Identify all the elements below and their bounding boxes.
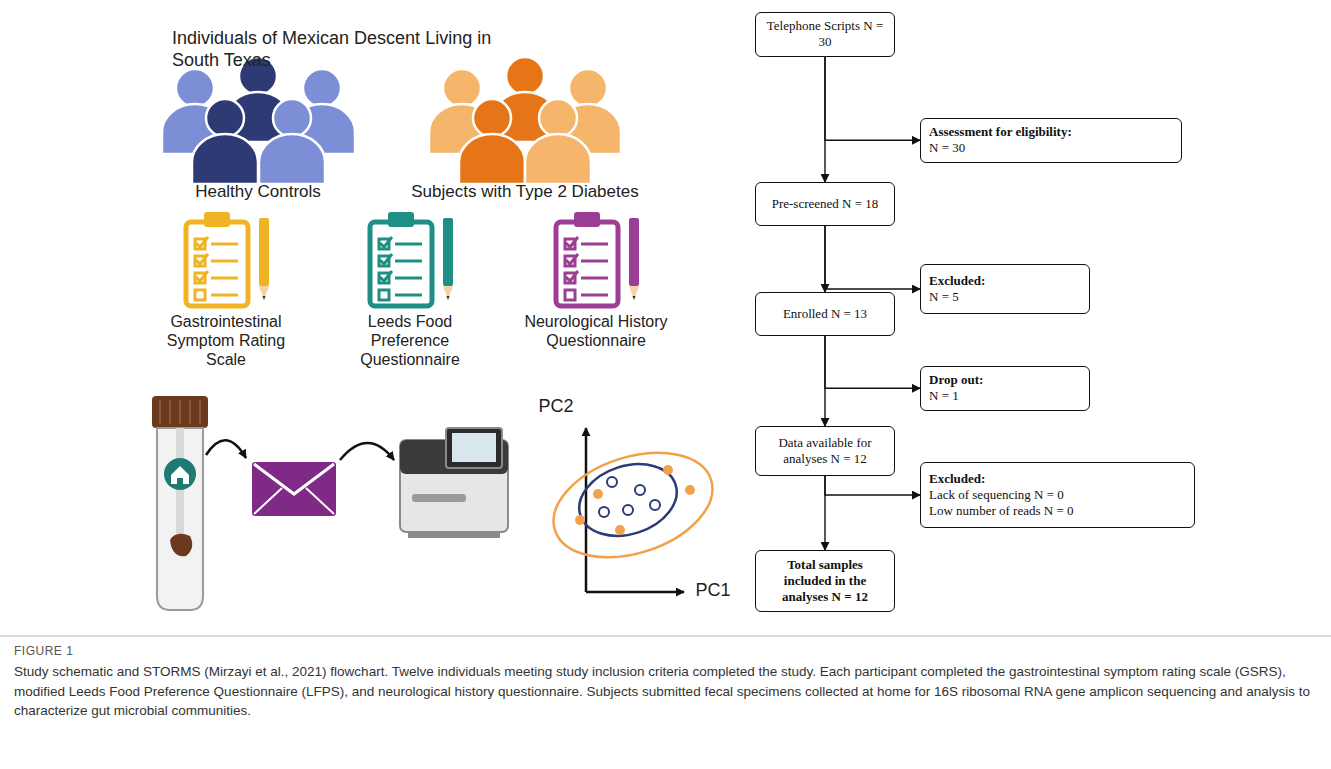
process-box: Data available for analyses N = 12 xyxy=(755,426,895,476)
box-text: Enrolled N = 13 xyxy=(764,306,886,322)
box-text: Low number of reads N = 0 xyxy=(929,503,1186,519)
box-text: Telephone Scripts N = 30 xyxy=(764,18,886,51)
box-text: Pre-screened N = 18 xyxy=(764,196,886,212)
flow-connector xyxy=(825,226,920,289)
exclusion-box: Excluded:Lack of sequencing N = 0Low num… xyxy=(920,462,1195,528)
figure-caption: Study schematic and STORMS (Mirzayi et a… xyxy=(14,662,1314,721)
pca-plot xyxy=(540,428,726,592)
clipboard-icon xyxy=(370,212,453,306)
flow-connector xyxy=(825,336,920,388)
box-text: Lack of sequencing N = 0 xyxy=(929,487,1186,503)
clipboard-icon xyxy=(186,212,269,306)
exclusion-box: Assessment for eligibility:N = 30 xyxy=(920,118,1182,163)
process-box: Total samples included in the analyses N… xyxy=(755,550,895,612)
caption-rule xyxy=(0,636,1331,637)
diabetes-people-icon xyxy=(429,57,621,184)
questionnaire-label: Leeds Food Preference Questionnaire xyxy=(345,312,475,370)
flow-arrow xyxy=(206,440,246,458)
box-text: N = 1 xyxy=(929,388,1081,404)
box-text: N = 5 xyxy=(929,289,1081,305)
process-box: Pre-screened N = 18 xyxy=(755,182,895,226)
box-heading: Excluded: xyxy=(929,273,1081,289)
axis-label: PC1 xyxy=(688,580,738,602)
questionnaire-label: Neurological History Questionnaire xyxy=(511,312,681,350)
process-box: Telephone Scripts N = 30 xyxy=(755,12,895,57)
box-heading: Total samples included in the analyses N… xyxy=(764,557,886,606)
group-label: Subjects with Type 2 Diabetes xyxy=(395,182,655,202)
envelope-icon xyxy=(252,462,336,516)
flow-connector xyxy=(825,476,920,495)
figure-number: FIGURE 1 xyxy=(14,644,214,658)
panel-heading: Individuals of Mexican Descent Living in… xyxy=(172,28,532,71)
exclusion-box: Excluded:N = 5 xyxy=(920,264,1090,314)
sequencer-icon xyxy=(400,428,508,538)
flow-connector xyxy=(825,57,920,141)
box-text: N = 30 xyxy=(929,140,1173,156)
process-box: Enrolled N = 13 xyxy=(755,292,895,336)
flow-arrow xyxy=(340,443,394,460)
box-text: Data available for analyses N = 12 xyxy=(764,435,886,468)
clipboard-icon xyxy=(556,212,639,306)
box-heading: Assessment for eligibility: xyxy=(929,124,1173,140)
box-heading: Excluded: xyxy=(929,471,1186,487)
group-label: Healthy Controls xyxy=(158,182,358,202)
sample-tube xyxy=(152,396,208,610)
healthy-people-icon xyxy=(162,57,355,184)
axis-label: PC2 xyxy=(531,396,581,418)
box-heading: Drop out: xyxy=(929,372,1081,388)
questionnaire-label: Gastrointestinal Symptom Rating Scale xyxy=(151,312,301,370)
exclusion-box: Drop out:N = 1 xyxy=(920,366,1090,411)
